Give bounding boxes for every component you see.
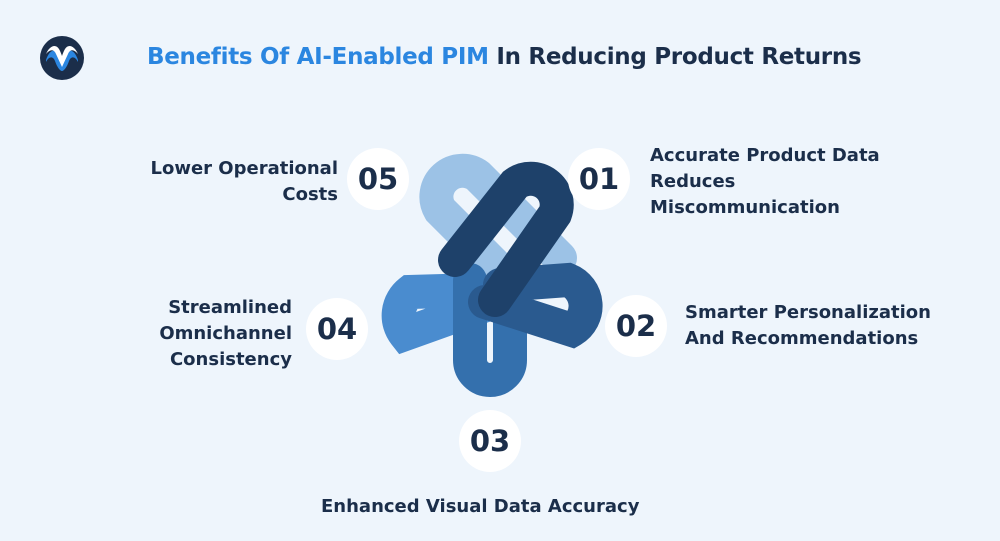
item-number-04: 04: [306, 298, 368, 360]
item-number-05: 05: [347, 148, 409, 210]
loop-light: [419, 153, 577, 292]
title-accent: Benefits Of AI-Enabled PIM: [147, 44, 489, 70]
item-label-01-line-1: Accurate Product Data: [650, 145, 880, 166]
item-label-02: Smarter Personalization And Recommendati…: [685, 300, 931, 352]
item-label-04: Streamlined Omnichannel Consistency: [159, 295, 292, 373]
item-number-02: 02: [605, 295, 667, 357]
item-label-02-line-1: Smarter Personalization: [685, 302, 931, 323]
item-label-03: Enhanced Visual Data Accuracy: [321, 494, 639, 520]
item-label-02-line-2: And Recommendations: [685, 328, 919, 349]
loop-left: [381, 273, 517, 355]
item-label-01-line-2: Reduces: [650, 171, 736, 192]
item-label-04-line-3: Consistency: [169, 349, 292, 370]
item-label-01: Accurate Product Data Reduces Miscommuni…: [650, 143, 880, 221]
loop-bottom: [453, 263, 527, 397]
item-label-04-line-2: Omnichannel: [159, 323, 292, 344]
item-label-05-line-2: Costs: [282, 184, 338, 205]
title-rest: In Reducing Product Returns: [488, 44, 862, 70]
page-title: Benefits Of AI-Enabled PIM In Reducing P…: [147, 40, 862, 74]
item-label-04-line-1: Streamlined: [168, 297, 292, 318]
item-label-03-line-1: Enhanced Visual Data Accuracy: [321, 496, 640, 517]
item-label-05-line-1: Lower Operational: [150, 158, 338, 179]
loop-right: [468, 262, 603, 349]
item-label-01-line-3: Miscommunication: [650, 197, 840, 218]
item-label-05: Lower Operational Costs: [150, 156, 338, 208]
item-number-03: 03: [459, 410, 521, 472]
loop-dark: [438, 161, 574, 317]
item-number-01: 01: [568, 148, 630, 210]
wave-logo-icon: [40, 36, 84, 80]
